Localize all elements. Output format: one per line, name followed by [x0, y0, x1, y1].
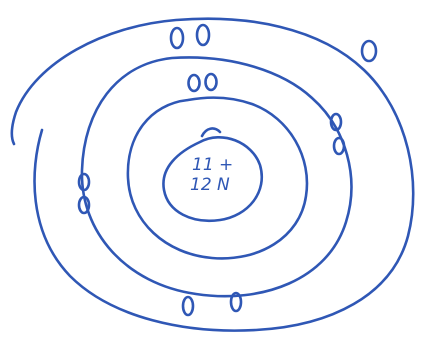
electron: [189, 75, 200, 91]
electron: [79, 174, 89, 190]
shell-3-electrons: [362, 41, 376, 61]
nucleus-neutrons: 12 N: [190, 175, 230, 195]
electron: [334, 138, 344, 154]
electron: [183, 297, 193, 315]
nucleus-protons: 11 +: [192, 155, 233, 175]
nucleus-squiggle: [202, 129, 220, 136]
shell-1-electrons: [189, 74, 217, 91]
electron: [197, 25, 209, 45]
electron: [171, 28, 183, 48]
electron: [362, 41, 376, 61]
electron: [206, 74, 217, 90]
